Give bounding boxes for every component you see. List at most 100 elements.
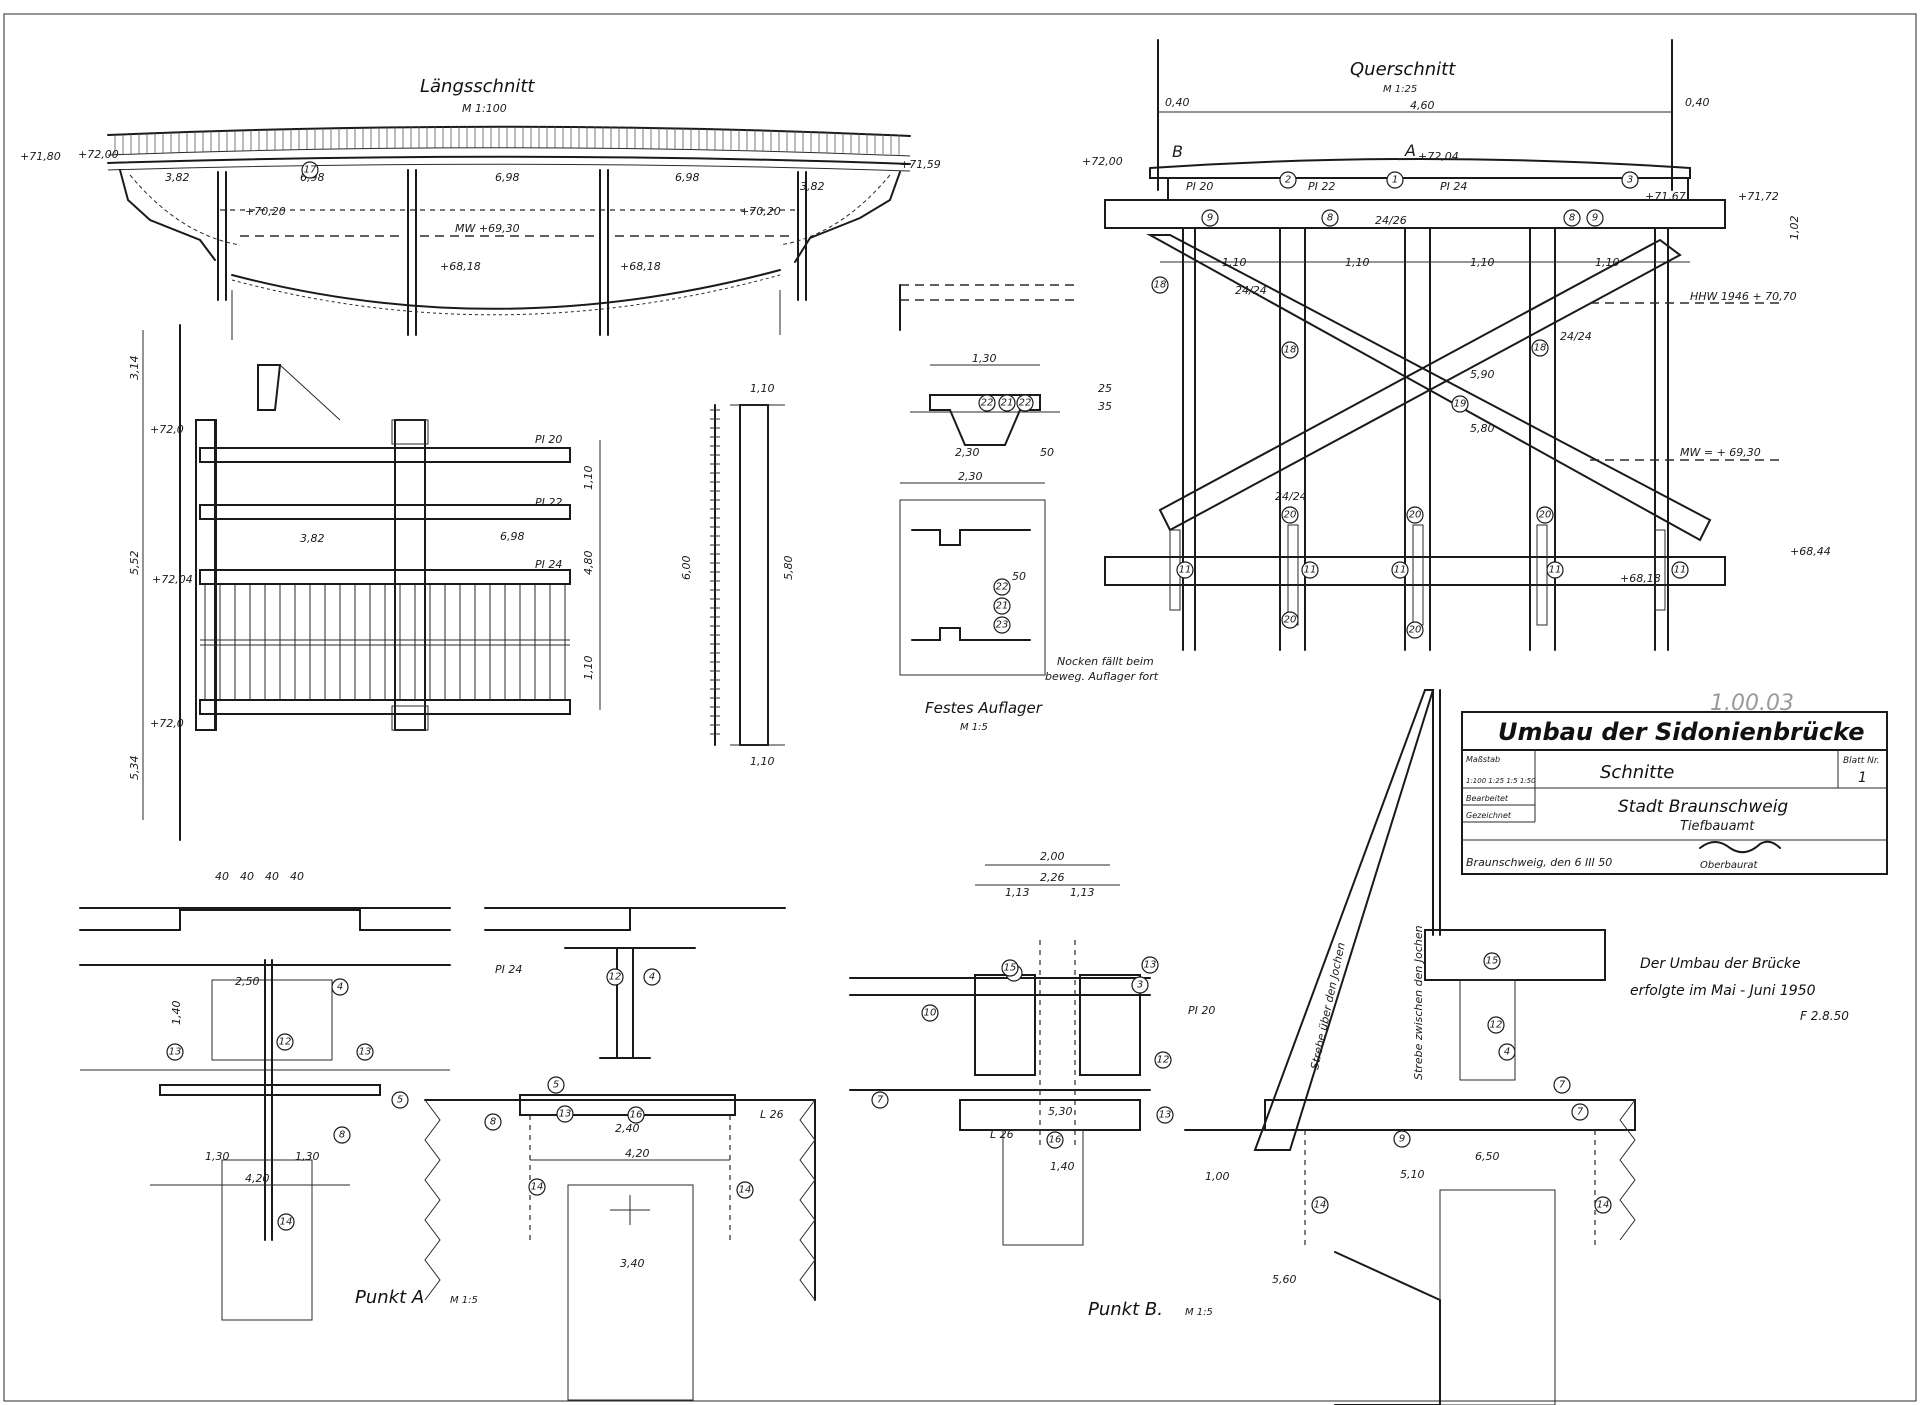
item-number-marker: 20 [1536, 506, 1554, 524]
official: Oberbaurat [1700, 860, 1759, 871]
item-number-marker: 23 [993, 616, 1011, 634]
plan-view: PI 20 PI 22 PI 24 3,82 6,98 +72,0 +72,04… [128, 324, 601, 841]
item-number-label: 2 [1285, 175, 1291, 186]
item-number-label: 12 [279, 1037, 292, 1048]
plan-elev-top: +72,0 [150, 423, 184, 436]
q-timber-cap: 24/26 [1375, 214, 1407, 227]
item-number-label: 9 [1399, 1134, 1405, 1145]
item-number-label: 7 [1577, 1107, 1584, 1118]
q-base-right: +68,44 [1790, 545, 1831, 558]
title-block: 1.00.03 Umbau der Sidonienbrücke Schnitt… [1461, 691, 1888, 875]
foot-right: +68,18 [620, 260, 661, 273]
pb-dim-113b: 1,13 [1070, 886, 1095, 899]
item-number-label: 13 [359, 1047, 372, 1058]
festes-auflager-view: 1,30 2,30 50 25 35 2,30 50 Nocken fällt … [899, 284, 1159, 733]
festes-auflager-scale: M 1:5 [960, 722, 988, 733]
q-offset-left: 0,40 [1165, 96, 1190, 109]
scale-values: 1:100 1:25 1:5 1:50 [1466, 777, 1536, 785]
item-number-label: 14 [739, 1185, 752, 1196]
item-number-label: 20 [1284, 510, 1297, 521]
item-number-marker: 18 [1151, 276, 1169, 294]
item-number-marker: 22 [978, 394, 996, 412]
item-number-label: 20 [1409, 625, 1422, 636]
item-number-label: 13 [169, 1047, 182, 1058]
q-diag-2: 5,80 [1470, 422, 1495, 435]
punkt-a-view: 4,20 1,30 1,30 2,50 1,40 40 40 40 40 PI … [79, 870, 816, 1401]
item-number-label: 11 [1179, 565, 1192, 576]
elev-pier-left: +70,20 [245, 205, 286, 218]
pa-dim-40c: 40 [265, 870, 279, 883]
pb-profile: PI 20 [1188, 1004, 1215, 1017]
item-number-label: 8 [1569, 213, 1575, 224]
city: Stadt Braunschweig [1618, 797, 1788, 817]
item-number-marker: 17 [301, 161, 319, 179]
q-spacing-4: 1,10 [1595, 256, 1620, 269]
item-number-label: 12 [1157, 1055, 1170, 1066]
elev-deck-left: +72,00 [78, 148, 119, 161]
item-number-marker: 13 [556, 1105, 574, 1123]
item-number-label: 19 [1454, 399, 1467, 410]
bearing-dim-2: 2,30 [955, 446, 980, 459]
item-number-label: 20 [1539, 510, 1552, 521]
item-number-label: 1 [1392, 175, 1398, 186]
q-right-top: +71,72 [1738, 190, 1779, 203]
item-number-label: 4 [337, 982, 343, 993]
plan-pi20: PI 20 [535, 433, 562, 446]
item-number-label: 18 [1284, 345, 1297, 356]
item-number-label: 22 [981, 398, 994, 409]
item-number-marker: 14 [1594, 1196, 1612, 1214]
item-number-marker: 9 [1586, 209, 1604, 227]
pa-dim-240: 2,40 [615, 1122, 640, 1135]
item-number-label: 4 [649, 972, 655, 983]
span-4: 6,98 [675, 171, 700, 184]
q-width: 4,60 [1410, 99, 1435, 112]
plan-dim-r1: 1,10 [582, 466, 595, 491]
item-number-label: 12 [609, 972, 622, 983]
pb-angle: L 26 [990, 1128, 1014, 1141]
querschnitt-title: Querschnitt [1350, 59, 1456, 80]
laengsschnitt-scale: M 1:100 [462, 102, 507, 115]
pa-dim-40b: 40 [240, 870, 254, 883]
item-number-marker: 16 [1046, 1131, 1064, 1149]
q-offset-right: 0,40 [1685, 96, 1710, 109]
sheet-number: 1 [1858, 770, 1867, 786]
plan-span-b: 6,98 [500, 530, 525, 543]
mw-long: MW +69,30 [455, 222, 520, 235]
q-left-top: +72,00 [1082, 155, 1123, 168]
item-number-label: 11 [1674, 565, 1687, 576]
item-number-marker: 12 [276, 1033, 294, 1051]
span-3: 6,98 [495, 171, 520, 184]
construction-note: Der Umbau der Brücke erfolgte im Mai - J… [1630, 956, 1849, 1023]
item-number-marker: 8 [484, 1113, 502, 1131]
item-number-marker: 9 [1201, 209, 1219, 227]
signature [1699, 840, 1781, 854]
item-number-marker: 16 [627, 1106, 645, 1124]
item-number-marker: 12 [1487, 1016, 1505, 1034]
pa-dim-340: 3,40 [620, 1257, 645, 1270]
pb-diag-2: Strebe zwischen den Jochen [1412, 925, 1425, 1080]
item-number-marker: 15 [1001, 959, 1019, 977]
q-mw: MW = + 69,30 [1680, 446, 1761, 459]
plan-span-a: 3,82 [300, 532, 325, 545]
item-number-label: 14 [1314, 1200, 1327, 1211]
project-title: Umbau der Sidonienbrücke [1498, 718, 1865, 746]
plan-elev-bottom: +72,0 [150, 717, 184, 730]
item-number-marker: 14 [528, 1178, 546, 1196]
item-number-label: 8 [1327, 213, 1333, 224]
querschnitt-scale: M 1:25 [1383, 84, 1417, 95]
q-timber-post: 24/24 [1235, 284, 1267, 297]
elev-pier-right: +70,20 [740, 205, 781, 218]
item-number-label: 20 [1284, 615, 1297, 626]
item-number-marker: 8 [1321, 209, 1339, 227]
pa-dim-140: 1,40 [170, 1001, 183, 1026]
item-number-marker: 14 [736, 1181, 754, 1199]
bearing-dim-7: 50 [1012, 570, 1026, 583]
q-spacing-2: 1,10 [1345, 256, 1370, 269]
pb-dim-650: 6,50 [1475, 1150, 1500, 1163]
bearing-dim-1: 1,30 [972, 352, 997, 365]
bearing-dim-6: 2,30 [958, 470, 983, 483]
item-number-marker: 10 [921, 1004, 939, 1022]
elev-deck-right: +71,59 [900, 158, 941, 171]
scale-label: Maßstab [1466, 755, 1500, 764]
foot-left: +68,18 [440, 260, 481, 273]
